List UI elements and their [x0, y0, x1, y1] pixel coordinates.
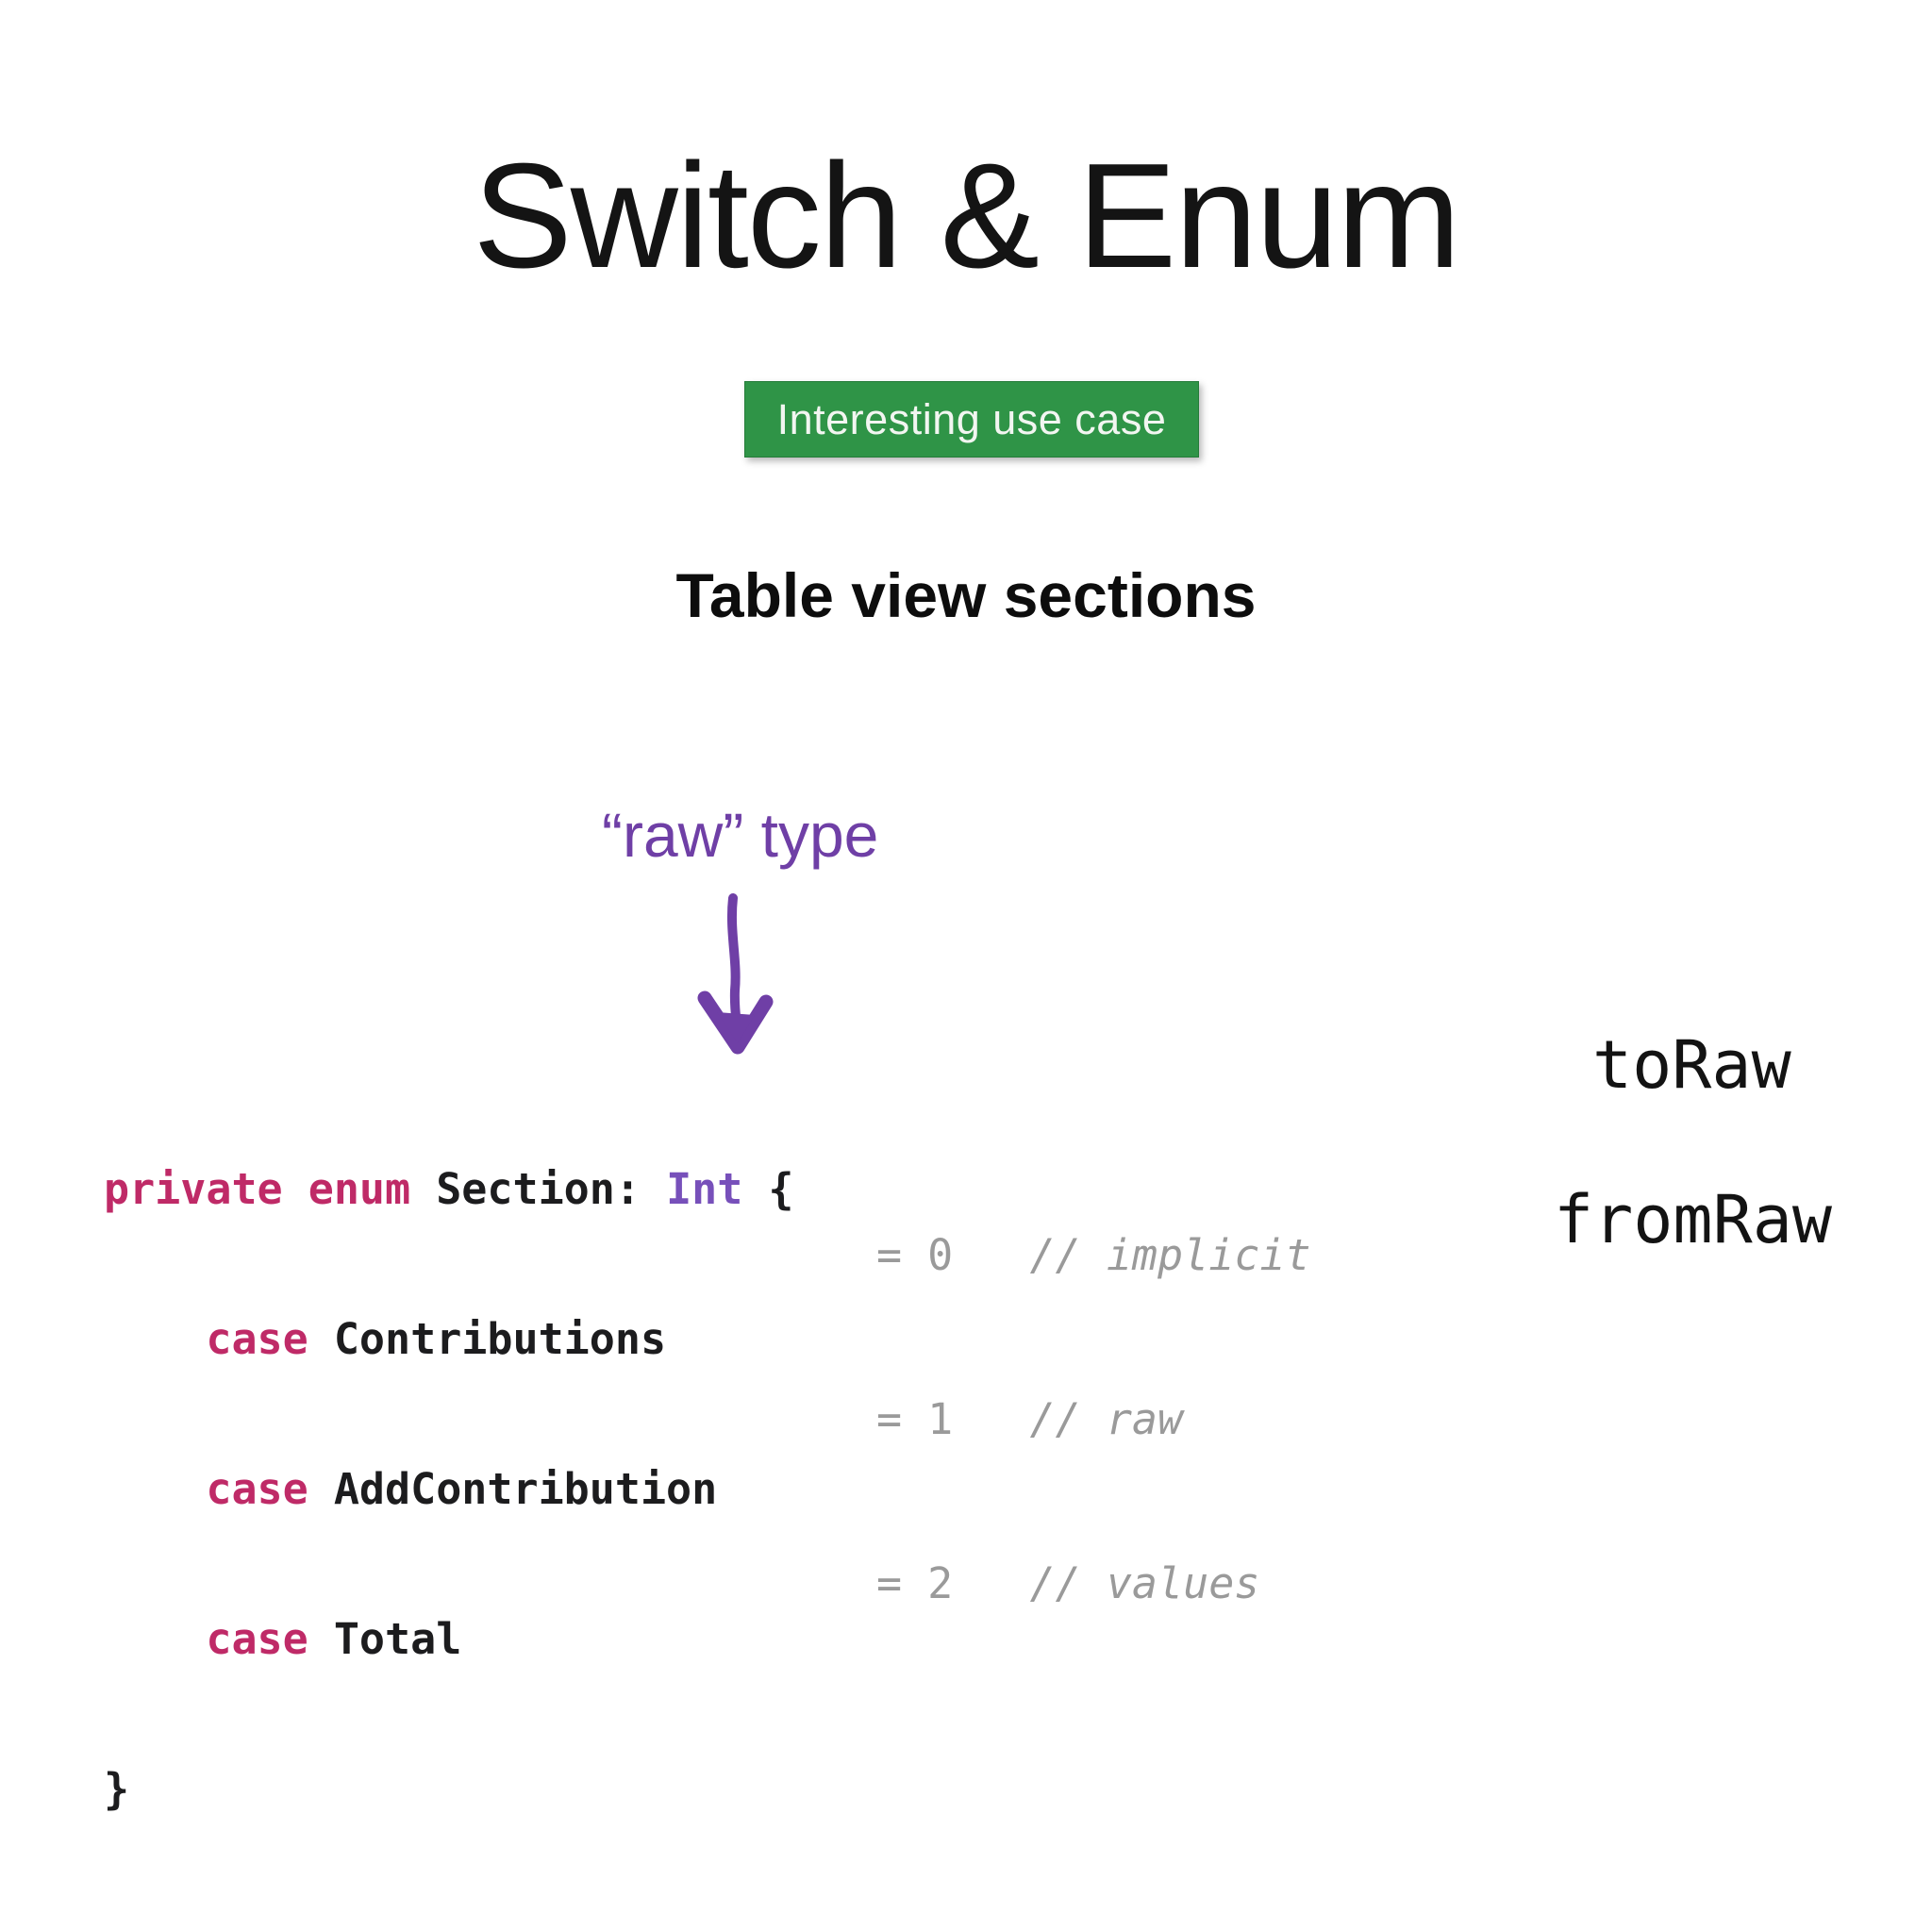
- enum-name: Section:: [410, 1164, 667, 1214]
- raw-type-annotation: “raw” type: [602, 800, 879, 870]
- raw-value-assignment: = 0: [876, 1230, 1030, 1280]
- keyword-private: private: [104, 1164, 283, 1214]
- keyword-case: case: [206, 1614, 308, 1664]
- raw-value-row: = 0 // implicit: [876, 1228, 1311, 1283]
- interesting-use-case-badge: Interesting use case: [744, 381, 1199, 458]
- slide-title: Switch & Enum: [473, 133, 1460, 299]
- badge-label: Interesting use case: [776, 394, 1167, 443]
- toraw-label: toRaw: [1592, 1026, 1791, 1104]
- subtitle: Table view sections: [675, 560, 1257, 630]
- code-line-closing-brace: }: [104, 1764, 130, 1814]
- code-line-enum-declaration: private enum Section: Int {: [104, 1164, 794, 1214]
- code-line-case-addcontribution: case AddContribution: [104, 1464, 794, 1514]
- case-name: Total: [308, 1614, 462, 1664]
- raw-type-int: Int: [666, 1164, 743, 1214]
- raw-value-comment: // raw: [1029, 1394, 1184, 1444]
- keyword-case: case: [206, 1464, 308, 1514]
- raw-value-assignment: = 1: [876, 1394, 1030, 1444]
- down-arrow-icon: [697, 893, 774, 1055]
- code-line-case-contributions: case Contributions: [104, 1314, 794, 1364]
- code-line-case-total: case Total: [104, 1614, 794, 1664]
- keyword-enum: enum: [308, 1164, 411, 1214]
- raw-value-comment: // values: [1029, 1558, 1260, 1608]
- raw-values-annotation: = 0 // implicit = 1 // raw = 2 // values: [876, 1119, 1311, 1721]
- fromraw-label: fromRaw: [1554, 1181, 1833, 1258]
- raw-value-comment: // implicit: [1029, 1230, 1311, 1280]
- code-block: private enum Section: Int { case Contrib…: [104, 1064, 794, 1914]
- case-name: AddContribution: [308, 1464, 718, 1514]
- slide: Switch & Enum Interesting use case Table…: [104, 133, 1833, 1814]
- keyword-case: case: [206, 1314, 308, 1364]
- raw-value-row: = 2 // values: [876, 1556, 1311, 1611]
- raw-value-assignment: = 2: [876, 1558, 1030, 1608]
- case-name: Contributions: [308, 1314, 667, 1364]
- raw-value-row: = 1 // raw: [876, 1392, 1311, 1447]
